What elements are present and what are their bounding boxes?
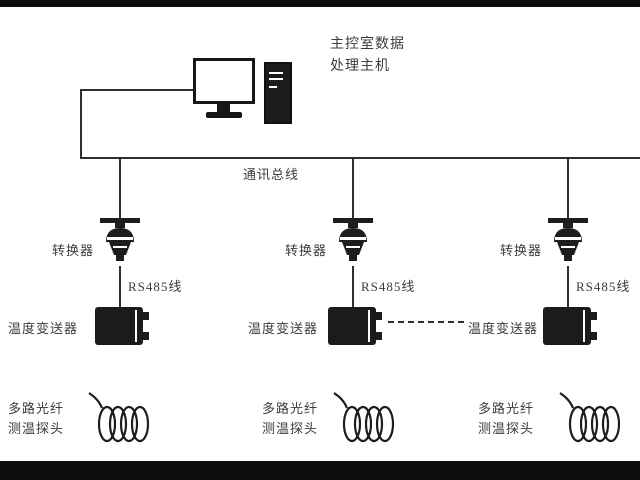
transmitter-icon [543, 307, 599, 350]
rs485-line [352, 266, 354, 307]
host-monitor-base [206, 112, 242, 118]
top-frame-bar [0, 0, 640, 7]
host-label-line1: 主控室数据 [330, 37, 405, 52]
branch-drop-line [352, 157, 354, 218]
bus-label: 通讯总线 [243, 167, 300, 182]
rs485-label: RS485线 [361, 279, 416, 294]
continuation-dashed-line [388, 321, 464, 323]
host-tower-icon [264, 62, 292, 124]
transmitter-icon [95, 307, 151, 350]
host-monitor-icon [193, 58, 255, 104]
probe-label-line2: 测温探头 [262, 421, 319, 436]
rs485-line [119, 266, 121, 307]
bottom-frame-bar [0, 461, 640, 480]
transmitter-icon [328, 307, 384, 350]
host-drop-line [80, 89, 82, 159]
tower-slot [269, 78, 283, 80]
probe-label-line1: 多路光纤 [478, 401, 535, 416]
bus-line [80, 157, 640, 159]
converter-label: 转换器 [52, 243, 95, 258]
fiber-coil-icon [85, 388, 157, 451]
converter-label: 转换器 [500, 243, 543, 258]
rs485-label: RS485线 [576, 279, 631, 294]
tower-slot [269, 86, 277, 88]
rs485-line [567, 266, 569, 307]
tower-slot [269, 72, 283, 74]
probe-label-line2: 测温探头 [478, 421, 535, 436]
host-monitor-stand [217, 104, 230, 112]
branch-drop-line [567, 157, 569, 218]
probe-label-line1: 多路光纤 [262, 401, 319, 416]
converter-icon [98, 218, 142, 271]
fiber-coil-icon [556, 388, 628, 451]
transmitter-label: 温度变送器 [8, 321, 79, 336]
fiber-coil-icon [330, 388, 402, 451]
probe-label-line1: 多路光纤 [8, 401, 65, 416]
host-label-line2: 处理主机 [330, 59, 390, 74]
host-feed-line [80, 89, 193, 91]
converter-icon [546, 218, 590, 271]
converter-icon [331, 218, 375, 271]
transmitter-label: 温度变送器 [468, 321, 539, 336]
rs485-label: RS485线 [128, 279, 183, 294]
transmitter-label: 温度变送器 [248, 321, 319, 336]
branch-drop-line [119, 157, 121, 218]
converter-label: 转换器 [285, 243, 328, 258]
probe-label-line2: 测温探头 [8, 421, 65, 436]
